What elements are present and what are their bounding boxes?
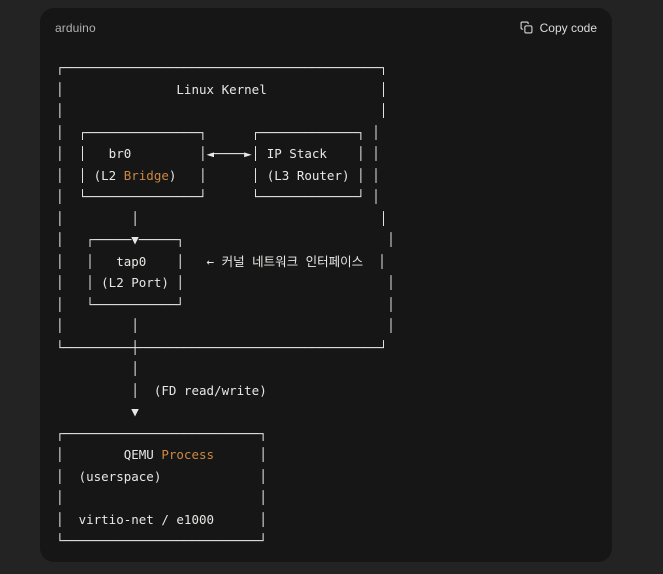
language-label: arduino <box>55 20 96 35</box>
code-line: │ │ br0 │◄────►│ IP Stack │ │ <box>56 146 380 161</box>
code-line: ▼ <box>56 404 139 419</box>
code-line: │ │ <box>56 490 267 505</box>
code-line: │ (FD read/write) <box>56 382 267 398</box>
code-line: │ │ (L2 Bridge) │ │ (L3 Router) │ │ <box>56 167 380 183</box>
code-line: │ ┌─────▼─────┐ │ <box>56 232 395 247</box>
code-line: └─────────┼─────────────────────────────… <box>56 339 388 355</box>
code-line: │ └───────────────┘ └─────────────┘ │ <box>56 189 380 204</box>
code-line: │ │ tap0 │ ← 커널 네트워크 인터페이스 │ <box>56 253 386 269</box>
copy-icon <box>520 21 533 34</box>
code-line: │ virtio-net / e1000 │ <box>56 511 267 527</box>
code-line: │ │ (L2 Port) │ │ <box>56 275 395 290</box>
code-content: ┌───────────────────────────────────────… <box>40 35 612 562</box>
code-line: ┌──────────────────────────┐ <box>56 425 267 441</box>
code-header: arduino Copy code <box>40 8 612 35</box>
code-line: └──────────────────────────┘ <box>56 533 267 548</box>
code-line: │ (userspace) │ <box>56 468 267 484</box>
code-line: │ Linux Kernel │ <box>56 81 388 97</box>
copy-code-button[interactable]: Copy code <box>520 21 597 35</box>
code-line: │ │ │ <box>56 318 395 333</box>
code-block: arduino Copy code ┌─────────────────────… <box>40 8 612 562</box>
code-line: │ QEMU Process │ <box>56 447 267 462</box>
code-line: │ │ <box>56 103 388 118</box>
code-line: │ ┌───────────────┐ ┌─────────────┐ │ <box>56 124 380 140</box>
code-line: ┌───────────────────────────────────────… <box>56 60 388 75</box>
copy-code-label: Copy code <box>539 20 597 35</box>
code-line: │ │ │ <box>56 210 388 226</box>
code-line: │ <box>56 361 139 376</box>
code-line: │ └───────────┘ │ <box>56 296 395 312</box>
